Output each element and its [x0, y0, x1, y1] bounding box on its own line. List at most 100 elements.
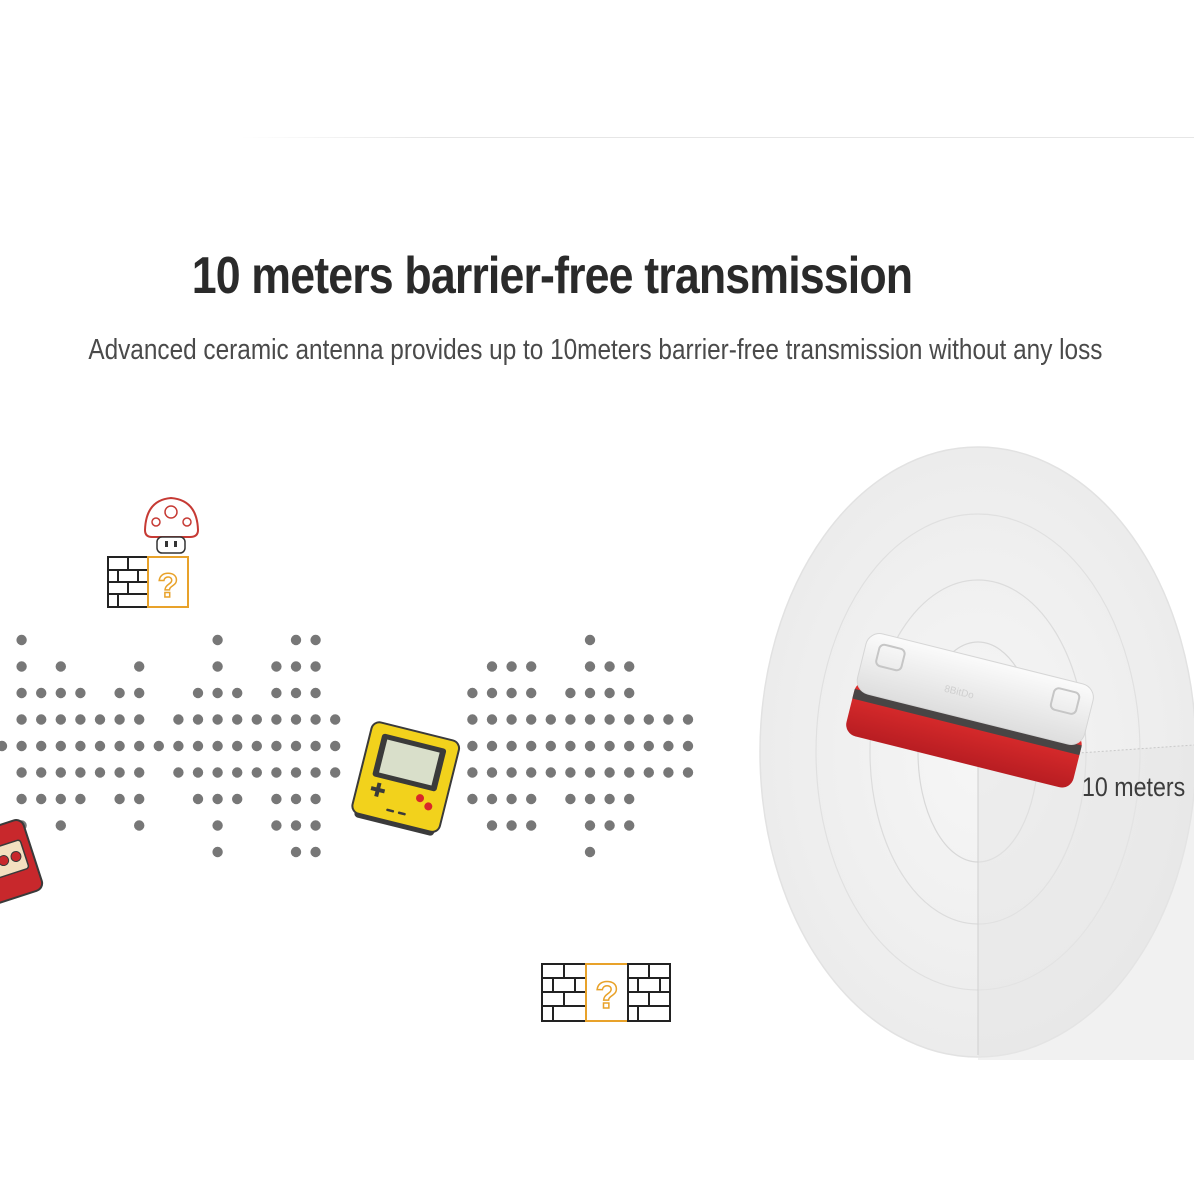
signal-dot [526, 687, 537, 699]
signal-dot [604, 820, 615, 831]
signal-dot [36, 687, 47, 699]
signal-dot [526, 661, 537, 672]
signal-dot [290, 687, 302, 699]
brick-block-icon [541, 963, 587, 1022]
signal-dot [16, 634, 27, 646]
signal-dot [624, 767, 635, 778]
signal-dot [271, 793, 282, 805]
signal-dot [16, 714, 27, 725]
signal-dot [604, 767, 615, 778]
signal-dot [75, 767, 86, 778]
signal-dot [624, 714, 635, 725]
signal-dot [565, 793, 576, 805]
signal-dot [486, 820, 498, 831]
signal-dot [584, 793, 596, 805]
signal-dot [330, 767, 341, 778]
handheld-console-icon [351, 721, 461, 836]
signal-dot [251, 714, 262, 725]
signal-dot [506, 767, 517, 778]
signal-dot [55, 714, 66, 725]
signal-dot [290, 714, 302, 725]
signal-dot [173, 767, 184, 778]
signal-dot [506, 793, 517, 805]
signal-dot [271, 687, 282, 699]
signal-dot [290, 767, 302, 778]
signal-dot [271, 820, 282, 831]
signal-dot [526, 820, 537, 831]
signal-dot [624, 740, 635, 752]
signal-dot [212, 634, 223, 646]
signal-dot [486, 767, 498, 778]
brick-block-icon [107, 556, 149, 608]
question-block-icon: ? [585, 963, 629, 1022]
signal-dot [486, 740, 498, 752]
signal-dot [643, 740, 654, 752]
signal-dot [310, 714, 321, 725]
signal-dot [134, 661, 145, 672]
signal-dot [545, 740, 556, 752]
signal-dot [0, 740, 8, 752]
signal-dot [55, 793, 66, 805]
signal-dot [134, 740, 145, 752]
signal-dot [212, 714, 223, 725]
signal-dot [486, 793, 498, 805]
signal-dot [330, 714, 341, 725]
signal-dot [506, 820, 517, 831]
signal-dot [682, 767, 694, 778]
signal-dot [134, 793, 145, 805]
signal-dot [506, 687, 517, 699]
signal-dot [290, 740, 302, 752]
signal-dot [192, 740, 204, 752]
signal-dot [545, 767, 556, 778]
subheadline: Advanced ceramic antenna provides up to … [88, 334, 1103, 366]
signal-dot [643, 714, 654, 725]
signal-dot [251, 767, 262, 778]
signal-dot [290, 846, 302, 858]
signal-dot [114, 687, 125, 699]
signal-dot [271, 767, 282, 778]
signal-dot [212, 846, 223, 858]
wireless-adapter-icon: 8BitDo [846, 633, 1094, 788]
signal-dot [526, 740, 537, 752]
signal-dot [663, 740, 674, 752]
signal-dot [584, 740, 596, 752]
signal-dot [16, 687, 27, 699]
signal-dot [153, 740, 164, 752]
signal-dot [114, 740, 125, 752]
signal-dot [36, 714, 47, 725]
signal-dot [290, 634, 302, 646]
svg-text:?: ? [158, 567, 179, 605]
signal-dot [310, 740, 321, 752]
signal-dot [467, 793, 478, 805]
signal-dot [212, 767, 223, 778]
signal-dot [192, 793, 204, 805]
signal-dot [134, 820, 145, 831]
signal-dot [310, 820, 321, 831]
signal-dot [212, 687, 223, 699]
signal-dot [55, 687, 66, 699]
signal-dot [310, 793, 321, 805]
signal-dot [114, 767, 125, 778]
distance-label: 10 meters [1082, 772, 1186, 802]
signal-dot [251, 740, 262, 752]
signal-dot [467, 740, 478, 752]
signal-dot [290, 820, 302, 831]
signal-dot [232, 687, 243, 699]
signal-dot [486, 687, 498, 699]
signal-dot [212, 740, 223, 752]
signal-dot [36, 793, 47, 805]
signal-dot [682, 714, 694, 725]
signal-dot [232, 714, 243, 725]
signal-dot [114, 714, 125, 725]
signal-dot [486, 714, 498, 725]
retro-console-icon [0, 819, 44, 911]
signal-dot [584, 661, 596, 672]
signal-dot [232, 767, 243, 778]
signal-dot [310, 846, 321, 858]
signal-dot [75, 740, 86, 752]
signal-dot [584, 846, 596, 858]
signal-dot [584, 714, 596, 725]
signal-dot [584, 767, 596, 778]
signal-dot [192, 714, 204, 725]
